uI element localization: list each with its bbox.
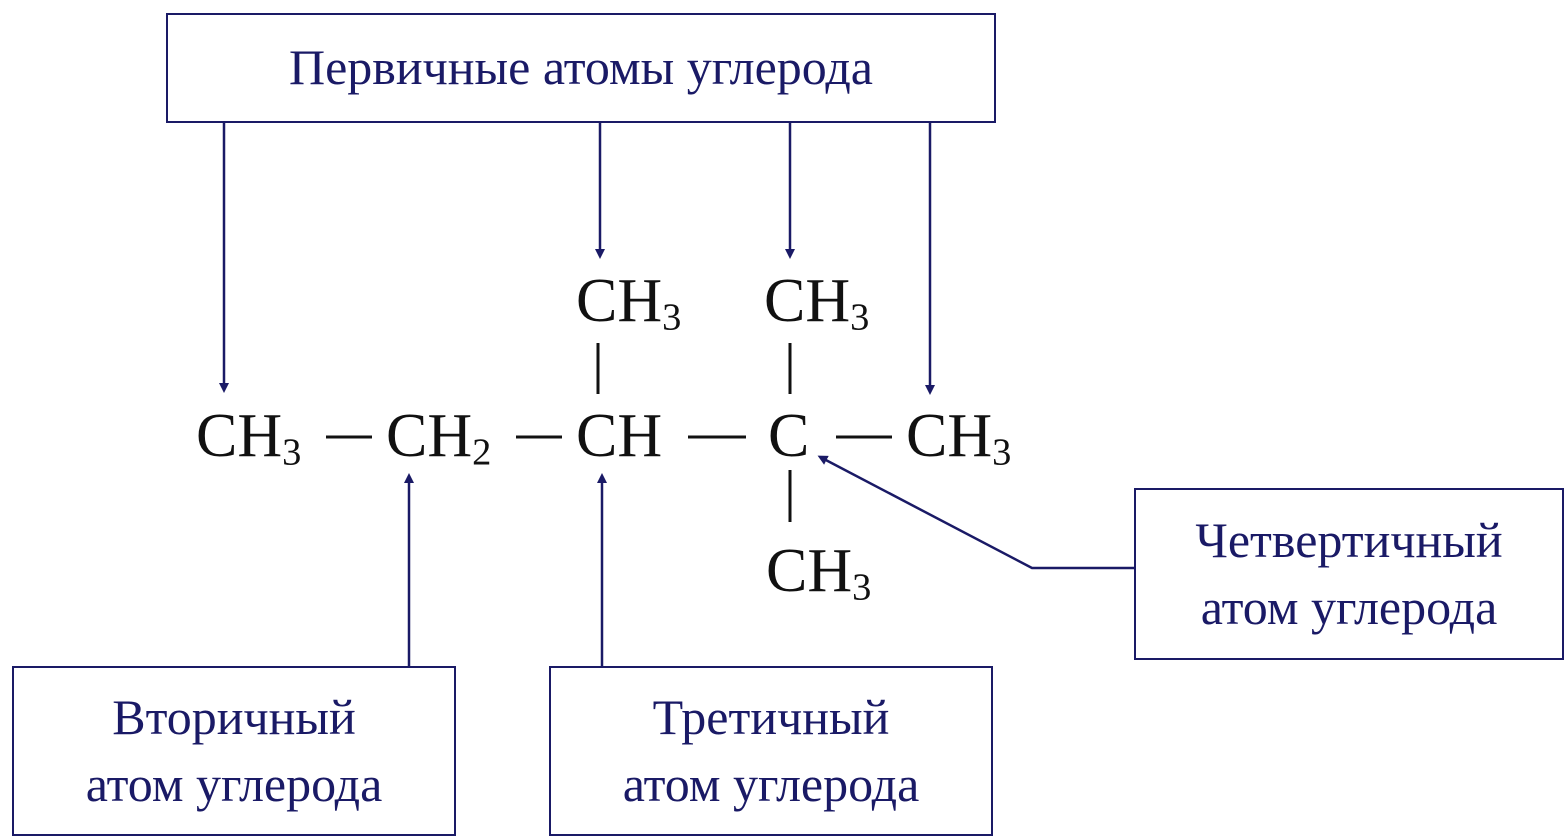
group-ch: CH — [576, 402, 663, 470]
secondary-carbon-label: Вторичный атом углерода — [12, 666, 456, 836]
group-ch3-5: CH3 — [906, 402, 1012, 474]
arrow-quaternary — [817, 455, 1134, 570]
quaternary-carbon-label: Четвертичный атом углерода — [1134, 488, 1564, 660]
primary-label-text: Первичные атомы углерода — [288, 39, 874, 96]
quaternary-label-line-1: Четвертичный — [1195, 511, 1503, 568]
tertiary-label-line-2: атом углерода — [622, 756, 920, 812]
primary-arrows — [219, 123, 935, 395]
tertiary-carbon-label: Третичный атом углерода — [549, 666, 993, 836]
primary-carbon-label: Первичные атомы углерода — [166, 13, 996, 123]
branch-ch3-on-c-bottom: CH3 — [766, 537, 872, 609]
group-ch2: CH2 — [386, 402, 492, 474]
group-ch3-1: CH3 — [196, 402, 302, 474]
secondary-label-line-1: Вторичный — [112, 688, 356, 745]
secondary-label-line-2: атом углерода — [85, 756, 383, 812]
branch-ch3-on-ch: CH3 — [576, 267, 682, 339]
tertiary-label-line-1: Третичный — [652, 688, 890, 745]
branch-ch3-on-c-top: CH3 — [764, 267, 870, 339]
group-c: C — [768, 402, 810, 470]
quaternary-label-line-2: атом углерода — [1200, 579, 1498, 635]
